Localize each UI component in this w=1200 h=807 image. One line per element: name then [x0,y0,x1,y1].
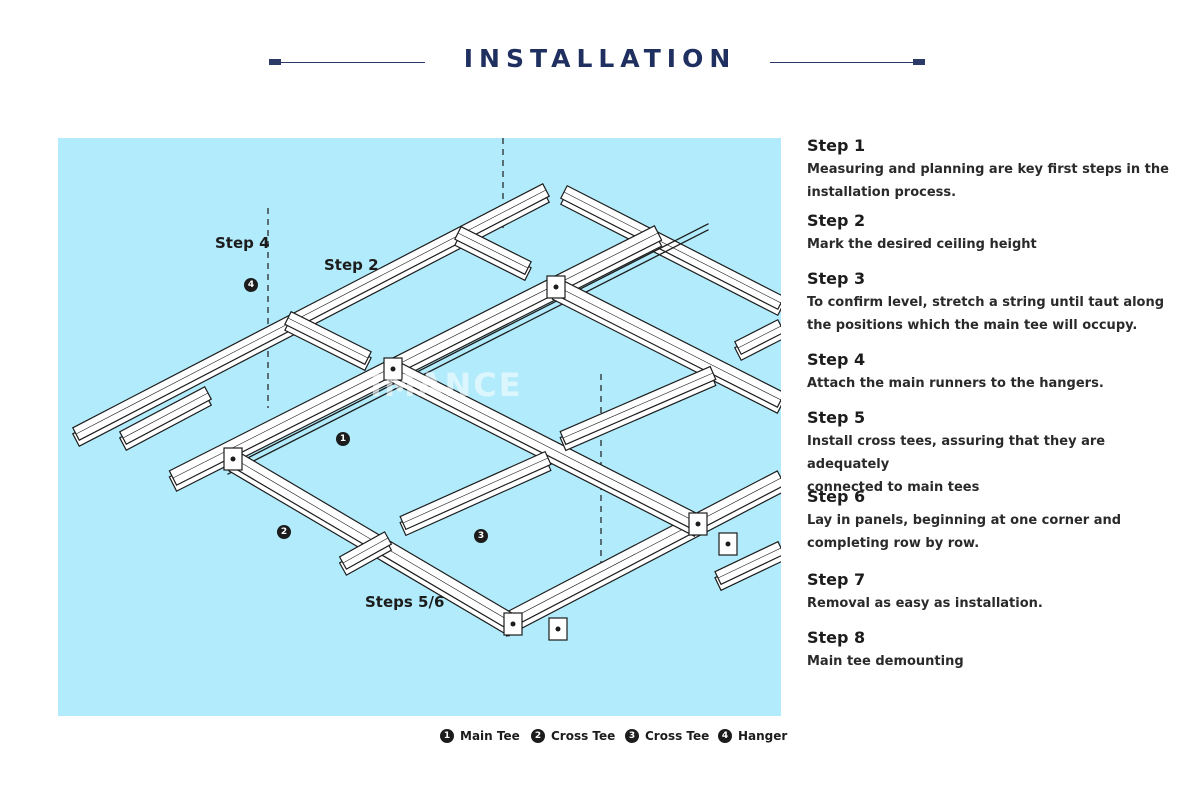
step-title: Step 1 [807,136,866,155]
step-description-line: connected to main tees [807,480,980,495]
step-title: Step 5 [807,408,866,427]
step-title: Step 8 [807,628,866,647]
step-description-line: Install cross tees, assuring that they a… [807,434,1106,472]
main-tee-a-centerline [172,232,659,479]
step-4: Step 4 Attach the main runners to the ha… [807,349,1187,395]
step-title: Step 3 [807,269,866,288]
step-description-line: Lay in panels, beginning at one corner a… [807,513,1122,528]
legend-label: Hanger [738,728,788,743]
short-tee-5-centerline [402,457,549,524]
step-description-line: Mark the desired ceiling height [807,237,1037,252]
legend: 1 Main Tee 2 Cross Tee 3 Cross Tee 4 Hanger [440,725,787,743]
legend-marker-2: 2 [531,728,545,743]
main-tee-b-centerline [502,477,781,624]
label-steps-5-6: Steps 5/6 [365,593,445,611]
step-3: Step 3 To confirm level, stretch a strin… [807,268,1187,337]
step-6: Step 6 Lay in panels, beginning at one c… [807,486,1187,555]
step-title: Step 2 [807,211,866,230]
short-tee-7 [714,540,781,586]
clip-hole-2 [390,366,396,372]
marker-2: 2 [277,525,291,539]
step-description-line: completing row by row. [807,536,980,551]
clip-hole-1 [230,456,236,462]
step-title: Step 7 [807,570,866,589]
step-title: Step 6 [807,487,866,506]
step-description-line: Measuring and planning are key first ste… [807,162,1169,177]
marker-3: 3 [474,529,488,543]
legend-item-main-tee: 1 Main Tee [440,725,520,743]
short-tee-1-centerline [122,392,209,439]
legend-marker-4: 4 [718,728,732,743]
marker-4: 4 [244,278,258,292]
ceiling-grid-drawing [71,138,781,641]
short-tee-8 [734,318,781,356]
cross-tee-long-c-centerline [555,285,781,401]
short-tee-6-centerline [562,372,714,439]
legend-label: Cross Tee [551,728,616,743]
step-description-line: Removal as easy as installation. [807,596,1043,611]
legend-marker-3: 3 [625,728,639,743]
step-2: Step 2 Mark the desired ceiling height [807,210,1187,256]
header-rule-left [269,62,425,63]
page-title: INSTALLATION [463,44,737,73]
step-description-line: Attach the main runners to the hangers. [807,376,1104,391]
watermark-logo: IMANCE [370,366,523,404]
header-rule-right [770,62,925,63]
step-description-line: To confirm level, stretch a string until… [807,295,1165,310]
step-7: Step 7 Removal as easy as installation. [807,569,1187,615]
step-1: Step 1 Measuring and planning are key fi… [807,135,1187,204]
clip-hole-5 [695,521,701,527]
legend-label: Main Tee [460,728,520,743]
legend-marker-1: 1 [440,728,454,743]
header-rule-cap-left [269,59,281,65]
label-step4: Step 4 [215,234,270,252]
main-tee-a-shadow-centerline [227,223,709,469]
short-tee-2-centerline [287,317,369,359]
legend-item-cross-tee-b: 3 Cross Tee [625,725,709,743]
ceiling-grid-diagram: IMANCE Step 4 Step 2 Steps 5/6 4 1 2 3 [58,138,781,716]
clip-hole-3 [553,284,559,290]
main-tee-a-shadow-flange [227,229,709,475]
step-description-line: the positions which the main tee will oc… [807,318,1138,333]
step-title: Step 4 [807,350,866,369]
short-tee-3-centerline [457,232,529,269]
short-tee-7-centerline [717,547,781,579]
short-tee-4-centerline [342,537,389,564]
header-rule-cap-right [913,59,925,65]
step-5: Step 5 Install cross tees, assuring that… [807,407,1187,499]
legend-item-cross-tee-a: 2 Cross Tee [531,725,615,743]
marker-1: 1 [336,432,350,446]
legend-label: Cross Tee [645,728,710,743]
legend-item-hanger: 4 Hanger [718,725,787,743]
wall-angle-right [560,184,781,311]
cross-tee-long-b-centerline [392,367,699,524]
step-8: Step 8 Main tee demounting [807,627,1187,673]
section-header: INSTALLATION [0,38,1200,88]
short-tee-8-centerline [737,325,781,349]
clip-hole-7 [725,541,731,547]
step-description-line: installation process. [807,185,957,200]
label-step2: Step 2 [324,256,379,274]
step-description-line: Main tee demounting [807,654,964,669]
clip-hole-4 [510,621,516,627]
clip-hole-6 [555,626,561,632]
